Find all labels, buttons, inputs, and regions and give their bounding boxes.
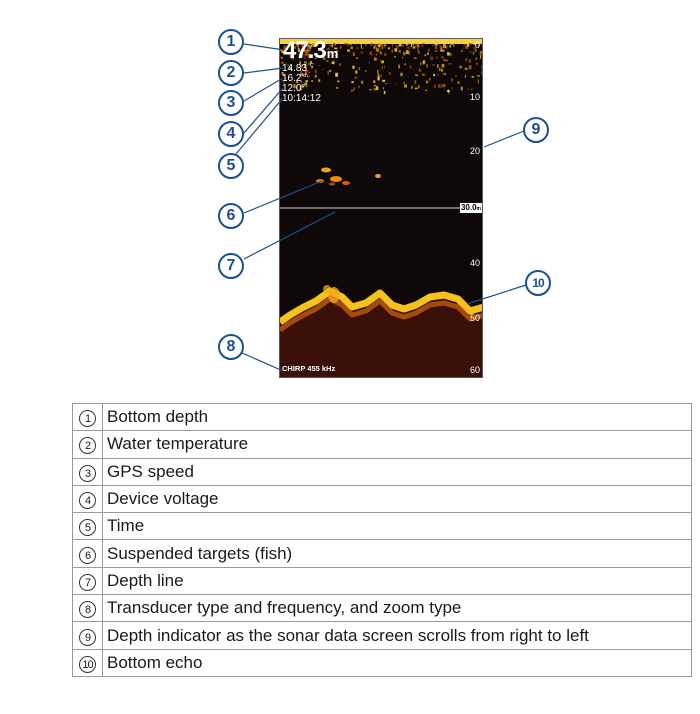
scale-tick: 0	[474, 40, 480, 50]
legend-row: 4 Device voltage	[72, 484, 692, 514]
callout-leaders	[235, 43, 527, 372]
legend-description: Time	[102, 512, 692, 541]
sonar-screen: 47.3m 14.83°C 16.2kh 12.0v 10:14:12 30.0…	[279, 38, 483, 378]
scale-tick: 50	[469, 313, 480, 323]
callout-1: 1	[218, 29, 244, 55]
sonar-echo-graphics	[280, 39, 482, 377]
legend-description: GPS speed	[102, 457, 692, 486]
legend-row: 2 Water temperature	[72, 430, 692, 459]
legend-description: Transducer type and frequency, and zoom …	[102, 594, 692, 623]
sonar-figure: 47.3m 14.83°C 16.2kh 12.0v 10:14:12 30.0…	[218, 29, 551, 378]
legend-number: 4	[79, 492, 96, 510]
legend-row: 9 Depth indicator as the sonar data scree…	[72, 621, 692, 650]
legend-row: 5 Time	[72, 512, 692, 541]
surface-clutter	[280, 43, 482, 95]
gps-speed-readout: 16.2kh	[282, 73, 308, 84]
legend-row: 10 Bottom echo	[72, 648, 692, 677]
scale-tick: 20	[469, 146, 480, 156]
legend-number: 2	[79, 437, 96, 455]
scale-tick: 40	[469, 258, 480, 268]
legend-number: 8	[79, 601, 96, 619]
callout-5: 5	[218, 153, 244, 179]
legend-number: 7	[79, 573, 96, 591]
legend-description: Depth indicator as the sonar data screen…	[102, 621, 692, 650]
legend-description: Water temperature	[102, 430, 692, 459]
legend-description: Device voltage	[102, 484, 692, 514]
surface-band	[280, 39, 482, 44]
callout-9: 9	[523, 117, 549, 143]
callout-3: 3	[218, 90, 244, 116]
time-readout: 10:14:12	[282, 93, 321, 104]
legend-row: 7 Depth line	[72, 566, 692, 596]
callout-7: 7	[218, 253, 244, 279]
legend-row: 6 Suspended targets (fish)	[72, 539, 692, 568]
legend-table: 1 Bottom depth 2 Water temperature 3 GPS sp…	[72, 402, 692, 677]
bottom-echo	[280, 291, 482, 377]
depth-line-label: 30.0m	[459, 203, 482, 213]
legend-row: 8 Transducer type and frequency, and zoom…	[72, 594, 692, 623]
transducer-readout: CHIRP 455 kHz	[282, 364, 336, 373]
water-temperature-readout: 14.83°C	[282, 63, 314, 74]
legend-description: Bottom echo	[102, 648, 692, 677]
legend-number: 9	[79, 628, 96, 646]
legend-number: 10	[79, 655, 96, 673]
legend-description: Depth line	[102, 566, 692, 596]
scale-tick: 60	[469, 365, 480, 375]
legend-description: Suspended targets (fish)	[102, 539, 692, 568]
legend-number: 1	[79, 410, 96, 428]
voltage-readout: 12.0v	[282, 83, 305, 94]
callout-6: 6	[218, 203, 244, 229]
callout-2: 2	[218, 60, 244, 86]
fish-targets	[316, 167, 381, 186]
callout-10: 10	[525, 270, 551, 296]
legend-number: 3	[79, 464, 96, 482]
bottom-depth-readout: 47.3m	[283, 38, 338, 64]
scale-tick: 10	[469, 92, 480, 102]
callout-4: 4	[218, 121, 244, 147]
bottom-echo-line	[280, 287, 482, 325]
legend-number: 6	[79, 546, 96, 564]
legend-row: 1 Bottom depth	[72, 402, 692, 432]
legend-number: 5	[79, 519, 96, 537]
legend-description: Bottom depth	[102, 402, 692, 432]
callout-8: 8	[218, 334, 244, 360]
legend-row: 3 GPS speed	[72, 457, 692, 486]
